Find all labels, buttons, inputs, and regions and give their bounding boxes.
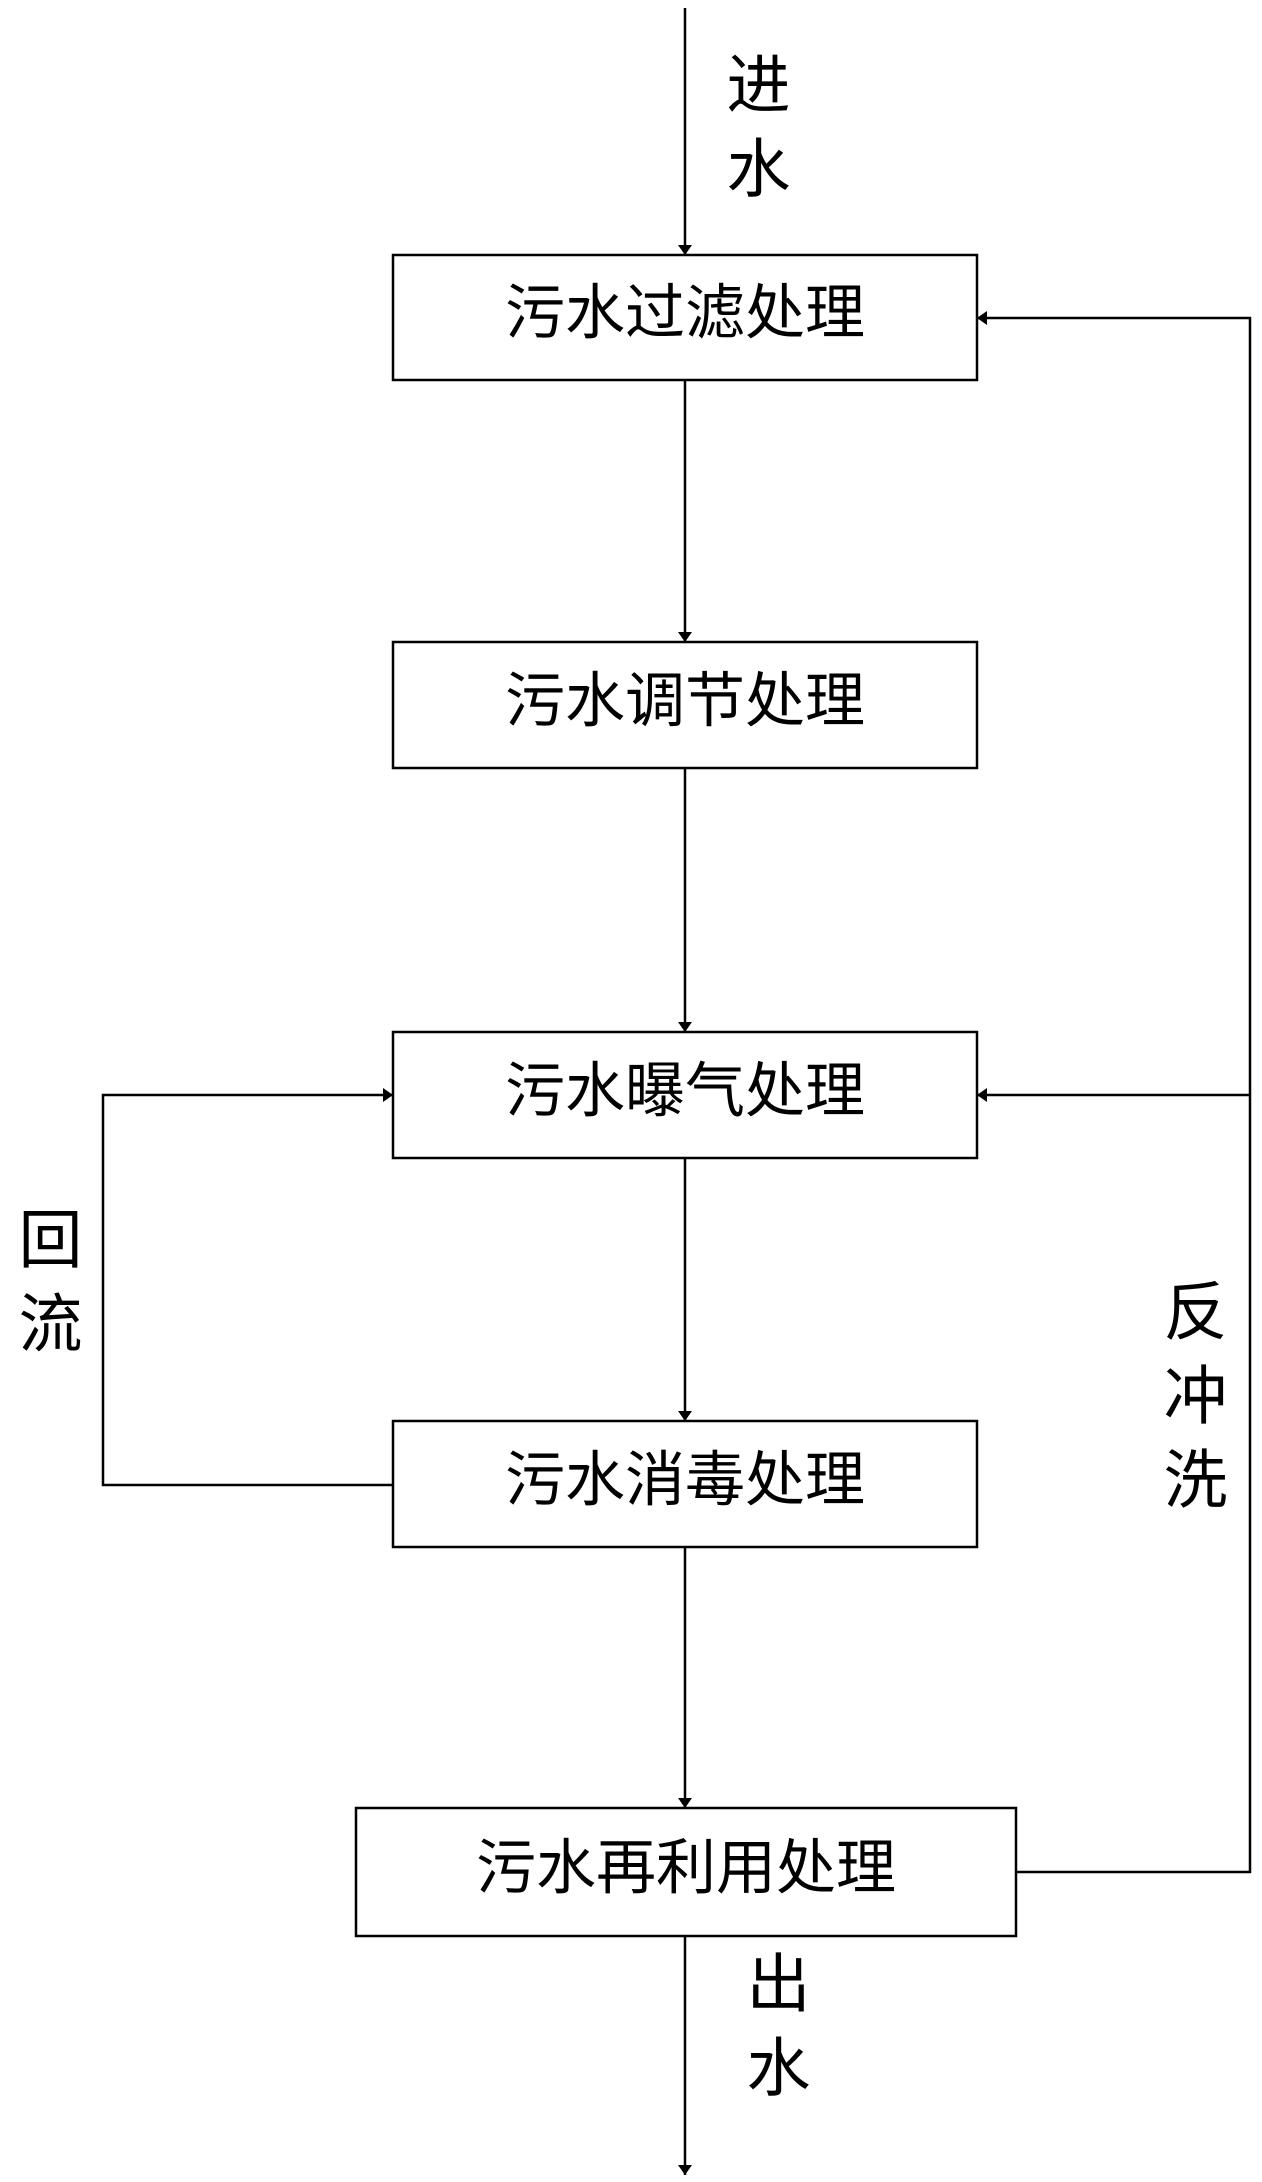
inflow-label: 进水	[716, 51, 790, 219]
node-regulate: 污水调节处理	[391, 640, 979, 770]
node-filter-label: 污水过滤处理	[505, 279, 865, 349]
node-reuse-label: 污水再利用处理	[476, 1834, 896, 1904]
outflow-label: 出水	[736, 1950, 810, 2118]
node-disinfect: 污水消毒处理	[391, 1419, 979, 1549]
node-aeration-label: 污水曝气处理	[505, 1057, 865, 1127]
node-aeration: 污水曝气处理	[391, 1030, 979, 1160]
node-filter: 污水过滤处理	[391, 253, 979, 382]
node-disinfect-label: 污水消毒处理	[505, 1446, 865, 1516]
reflux-label: 回流	[8, 1206, 82, 1374]
node-regulate-label: 污水调节处理	[505, 667, 865, 737]
backwash-label: 反冲洗	[1153, 1278, 1227, 1530]
reflux-loop	[101, 1088, 393, 1487]
node-reuse: 污水再利用处理	[354, 1806, 1018, 1938]
